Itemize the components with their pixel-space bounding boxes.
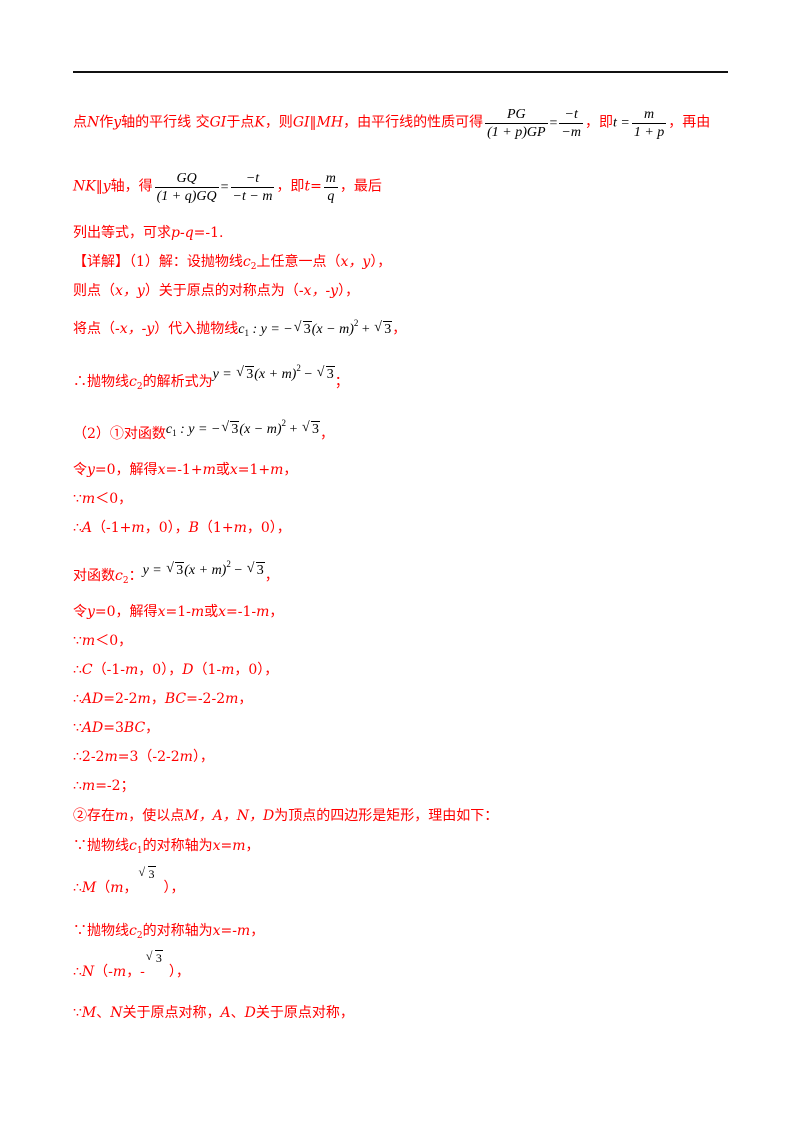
formula-c1-b: c1 : y = −3(x − m)2 + 3	[166, 418, 320, 438]
text-line-17: ∵AD=3BC，	[73, 720, 160, 736]
text-line-6: 将点（-x，-y）代入抛物线c1 : y = −3(x − m)2 + 3，	[73, 313, 406, 343]
text-line-19: ∴m=-2；	[73, 778, 135, 794]
formula-c2: y = 3(x + m)2 − 3	[213, 363, 335, 383]
sqrt3-raised: 3	[138, 862, 164, 884]
text-line-16: ∴AD=2-2m，BC=-2-2m，	[73, 691, 253, 707]
text-line-11: ∴A（-1+m，0），B（1+m，0），	[73, 520, 291, 536]
formula-c2-b: y = 3(x + m)2 − 3	[143, 559, 265, 579]
header-rule	[73, 71, 728, 73]
text-line-4: 【详解】（1）解：设抛物线c2上任意一点（x，y），	[73, 254, 392, 272]
text-line-9: 令y=0，解得x=-1+m或x=1+m，	[73, 462, 298, 478]
text-line-24: ∴N（-m，-3），	[73, 946, 190, 982]
text-line-10: ∵m＜0，	[73, 491, 133, 507]
text-line-20: ②存在m，使以点M，A，N，D为顶点的四边形是矩形，理由如下：	[73, 808, 499, 824]
text-line-18: ∴2-2m=3（-2-2m），	[73, 749, 214, 765]
text-line-21: ∵抛物线c1的对称轴为x=m，	[73, 838, 260, 856]
text-line-3: 列出等式，可求p-q=-1.	[73, 225, 224, 241]
text-line-7: ∴抛物线c2的解析式为y = 3(x + m)2 − 3；	[73, 363, 349, 397]
text-line-13: 令y=0，解得x=1-m或x=-1-m，	[73, 604, 284, 620]
text-line-22: ∴M（m，3），	[73, 862, 185, 898]
text-line-12: 对函数c2：y = 3(x + m)2 − 3，	[73, 559, 279, 591]
formula-ratio-2: GQ(1 + q)GQ=−t−t − m	[154, 171, 275, 204]
sqrt3-raised-2: 3	[145, 946, 169, 968]
text-line-14: ∵m＜0，	[73, 633, 133, 649]
text-line-23: ∵抛物线c2的对称轴为x=-m，	[73, 923, 265, 941]
formula-ratio: PG(1 + p)GP=−t−m	[485, 107, 583, 140]
formula-c1: c1 : y = −3(x − m)2 + 3	[238, 318, 393, 338]
text-line-15: ∴C（-1-m，0），D（1-m，0），	[73, 662, 279, 678]
text-line-5: 则点（x，y）关于原点的对称点为（-x，-y），	[73, 283, 360, 299]
text-line-8: （2）①对函数c1 : y = −3(x − m)2 + 3，	[73, 418, 334, 448]
text-line-25: ∵M、N关于原点对称，A、D关于原点对称，	[73, 1005, 354, 1021]
